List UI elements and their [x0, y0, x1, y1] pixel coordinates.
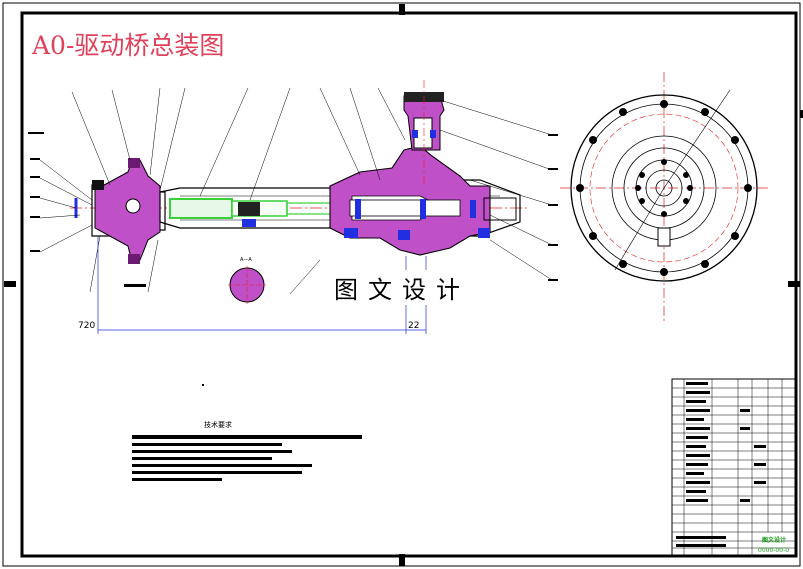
- watermark-text: 图文设计: [332, 270, 472, 305]
- technical-requirements-lines: [132, 435, 362, 481]
- section-label: A—A: [240, 257, 252, 263]
- stamp-code: 0000-00-0: [758, 547, 790, 554]
- overall-dimension-label: 720: [78, 321, 96, 331]
- small-dimension-label: 22: [408, 321, 420, 331]
- axle-section-view: [28, 80, 558, 386]
- technical-requirements-title: 技术要求: [204, 421, 232, 429]
- title-block: [671, 378, 796, 556]
- centering-marks: [4, 4, 800, 566]
- drawing-title: A0-驱动桥总装图: [32, 31, 225, 60]
- stamp-label: 图文设计: [762, 537, 787, 544]
- hub-end-view: [560, 72, 803, 324]
